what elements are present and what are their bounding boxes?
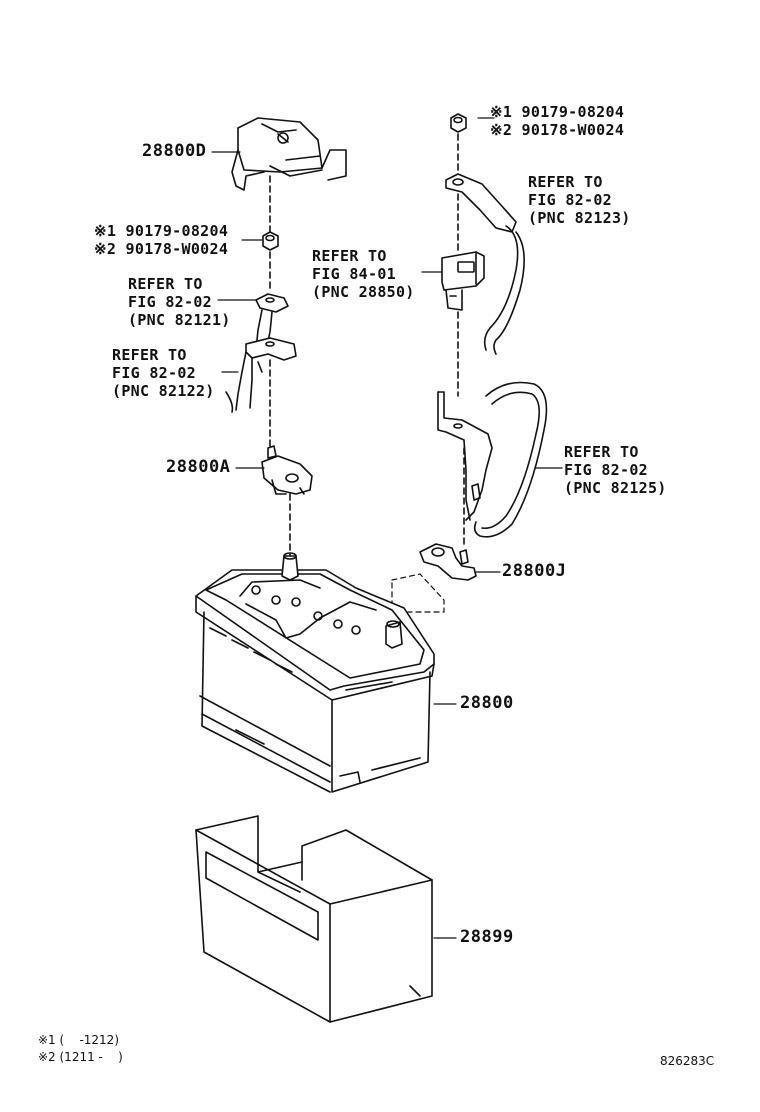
clamp-82123-drawing — [445, 173, 525, 355]
footnote-1: ※1 ( -1212) — [38, 1033, 119, 1047]
label-28800a: 28800A — [166, 457, 231, 477]
ref-82122-line2: FIG 82-02 — [112, 364, 196, 382]
ref-82123-line3: (PNC 82123) — [528, 209, 631, 227]
figure-id: 826283C — [660, 1054, 715, 1068]
bracket-82122-drawing — [225, 337, 297, 413]
ref-82123-line1: REFER TO — [528, 173, 603, 191]
terminal-cover-drawing — [231, 117, 347, 191]
label-28800j: 28800J — [502, 561, 567, 581]
label-28899: 28899 — [460, 927, 514, 947]
nut-left-drawing — [262, 231, 279, 251]
ref-82121-line3: (PNC 82121) — [128, 311, 231, 329]
footnote-2: ※2 (1211 - ) — [38, 1050, 123, 1064]
ref-82123-line2: FIG 82-02 — [528, 191, 612, 209]
ref-82121-line2: FIG 82-02 — [128, 293, 212, 311]
ref-82125-line1: REFER TO — [564, 443, 639, 461]
bracket-82125-drawing — [437, 381, 548, 538]
nut-right-line2: ※2 90178-W0024 — [490, 121, 625, 139]
nut-right-drawing — [450, 113, 467, 133]
ref-28850-line3: (PNC 28850) — [312, 283, 415, 301]
nut-right-line1: ※1 90179-08204 — [490, 103, 625, 121]
terminal-28800a-drawing — [261, 445, 313, 495]
ref-82125-line3: (PNC 82125) — [564, 479, 667, 497]
ref-82121-line1: REFER TO — [128, 275, 203, 293]
leader-lines — [211, 117, 563, 939]
nut-left-line1: ※1 90179-08204 — [94, 222, 229, 240]
terminal-28800j-drawing — [419, 543, 477, 581]
label-28800: 28800 — [460, 693, 514, 713]
ref-28850-line2: FIG 84-01 — [312, 265, 396, 283]
relay-28850-drawing — [441, 251, 485, 311]
label-28800d: 28800D — [142, 141, 207, 161]
ref-82122-line3: (PNC 82122) — [112, 382, 215, 400]
ref-28850-line1: REFER TO — [312, 247, 387, 265]
battery-drawing — [195, 552, 435, 793]
ref-82125-line2: FIG 82-02 — [564, 461, 648, 479]
nut-left-line2: ※2 90178-W0024 — [94, 240, 229, 258]
battery-tray-drawing — [195, 815, 433, 1023]
ref-82122-line1: REFER TO — [112, 346, 187, 364]
